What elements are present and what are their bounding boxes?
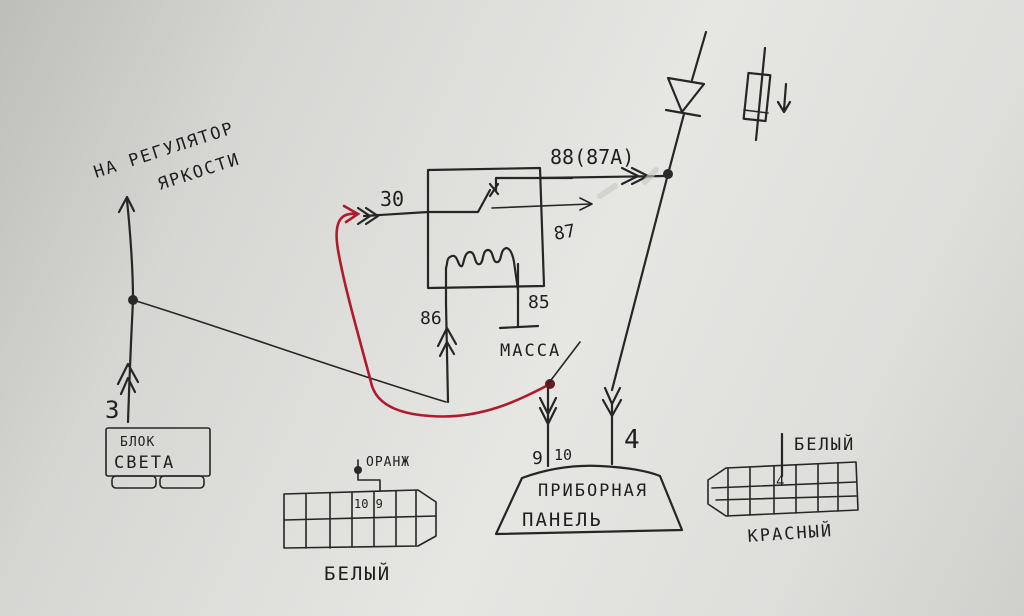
arrow-up-icon xyxy=(436,326,458,358)
dashboard-label-line2: ПАНЕЛЬ xyxy=(522,509,603,531)
arrow-down-icon xyxy=(776,82,792,114)
arrow-right-icon xyxy=(342,204,361,224)
pin-3-label: 3 xyxy=(105,396,119,424)
relay-pin-88-label: 88(87А) xyxy=(550,145,634,169)
junction-dot xyxy=(545,379,555,389)
dashboard-body xyxy=(494,464,684,536)
white-connector: ОРАНЖ 10 9 БЕЛЫЙ xyxy=(283,455,437,585)
red-connector-name: КРАСНЫЙ xyxy=(747,519,834,547)
white-connector-pin-label: ОРАНЖ xyxy=(366,455,410,470)
fuse-icon xyxy=(742,46,792,142)
wire-light-block-to-regulator xyxy=(116,195,140,424)
switch-wire xyxy=(547,341,581,385)
light-block-label-line1: БЛОК xyxy=(120,435,155,450)
wire-86-down xyxy=(444,302,450,404)
ground-label: МАССА xyxy=(500,341,561,361)
junction-dot xyxy=(663,169,673,179)
relay-coil xyxy=(444,246,520,292)
dashboard-label-line1: ПРИБОРНАЯ xyxy=(538,481,648,501)
arrow-down-icon xyxy=(538,396,558,426)
red-connector-top-label: БЕЛЫЙ xyxy=(794,433,855,455)
relay-pin-87-label: 87 xyxy=(552,220,577,244)
relay: 30 88(87А) 87 86 85 МАССА xyxy=(356,145,666,361)
dashboard: 9 10 4 ПРИБОРНАЯ ПАНЕЛЬ xyxy=(494,425,684,536)
arrow-up-icon xyxy=(117,195,136,214)
relay-body xyxy=(426,166,546,290)
red-connector-pin: 4 xyxy=(776,474,784,490)
dashboard-pin-10-label: 10 xyxy=(554,446,572,464)
supply-line xyxy=(601,30,708,466)
arrow-up-icon xyxy=(116,362,140,396)
dashboard-pin-9-label: 9 xyxy=(532,448,543,469)
wire-junction-to-86 xyxy=(132,299,447,403)
ground-symbol xyxy=(498,324,540,330)
relay-pin-86-label: 86 xyxy=(420,308,442,329)
red-wire xyxy=(335,212,552,418)
arrow-right-icon xyxy=(579,197,593,211)
light-block-label-line2: СВЕТА xyxy=(114,453,175,473)
light-block: 3 БЛОК СВЕТА xyxy=(105,396,211,489)
white-connector-name: БЕЛЫЙ xyxy=(324,562,391,585)
white-connector-pins: 10 9 xyxy=(354,497,383,511)
relay-pin-30-label: 30 xyxy=(380,187,404,211)
double-arrow-icon xyxy=(356,206,380,226)
relay-pin-85-label: 85 xyxy=(528,292,550,313)
red-connector: 4 БЕЛЫЙ КРАСНЫЙ xyxy=(707,432,859,547)
diode-icon xyxy=(664,76,706,118)
dashboard-pin-4-label: 4 xyxy=(624,425,640,455)
brightness-regulator-label: НА РЕГУЛЯТОР ЯРКОСТИ xyxy=(91,118,243,194)
